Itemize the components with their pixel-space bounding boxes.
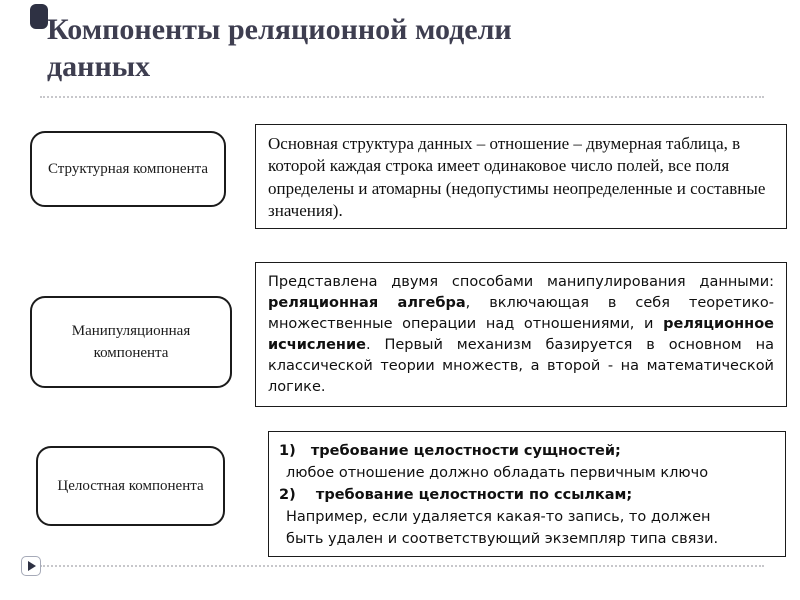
play-triangle-icon bbox=[28, 561, 36, 571]
corner-ornament-icon bbox=[30, 4, 48, 29]
slide-title: Компоненты реляционной модели данных bbox=[47, 13, 512, 83]
footer-divider bbox=[40, 565, 764, 567]
integrity-rule-2-detail-1: Например, если удаляется какая-то запись… bbox=[286, 509, 711, 526]
integrity-component-description-box: 1) требование целостности сущностей; люб… bbox=[268, 431, 786, 557]
text-segment-bold: реляционная алгебра bbox=[268, 295, 466, 312]
integrity-rule-1: 1) требование целостности сущностей; bbox=[279, 443, 621, 459]
manipulation-component-label: Манипуляционная компонента bbox=[71, 322, 191, 362]
text-segment: . Первый механизм базируется в основном … bbox=[268, 337, 774, 396]
integrity-rule-2-detail-2: быть удален и соответствующий экземпляр … bbox=[286, 531, 719, 548]
text-segment: , включающая в себя теоретико-множествен… bbox=[268, 295, 775, 333]
manipulation-component-box: Манипуляционная компонента bbox=[30, 296, 232, 388]
title-divider bbox=[40, 96, 764, 98]
structural-component-label: Структурная компонента bbox=[48, 160, 208, 177]
structural-component-box: Структурная компонента bbox=[30, 131, 226, 207]
structural-component-description-box: Основная структура данных – отношение – … bbox=[255, 124, 787, 229]
manipulation-component-description-box: Представлена двумя способами манипулиров… bbox=[255, 262, 787, 407]
integrity-component-box: Целостная компонента bbox=[36, 446, 225, 526]
integrity-rule-1-detail: любое отношение должно обладать первичны… bbox=[286, 465, 709, 482]
text-segment: Представлена двумя способами манипулиров… bbox=[268, 274, 774, 290]
manipulation-description-text: Представлена двумя способами манипулиров… bbox=[268, 272, 774, 398]
footer-arrow-icon bbox=[21, 556, 41, 576]
structural-description-text: Основная структура данных – отношение – … bbox=[268, 134, 766, 221]
text-segment-bold: реляционное исчисление bbox=[268, 316, 774, 354]
integrity-rule-2: 2) требование целостности по ссылкам; bbox=[279, 487, 633, 504]
integrity-component-label: Целостная компонента bbox=[57, 477, 204, 494]
